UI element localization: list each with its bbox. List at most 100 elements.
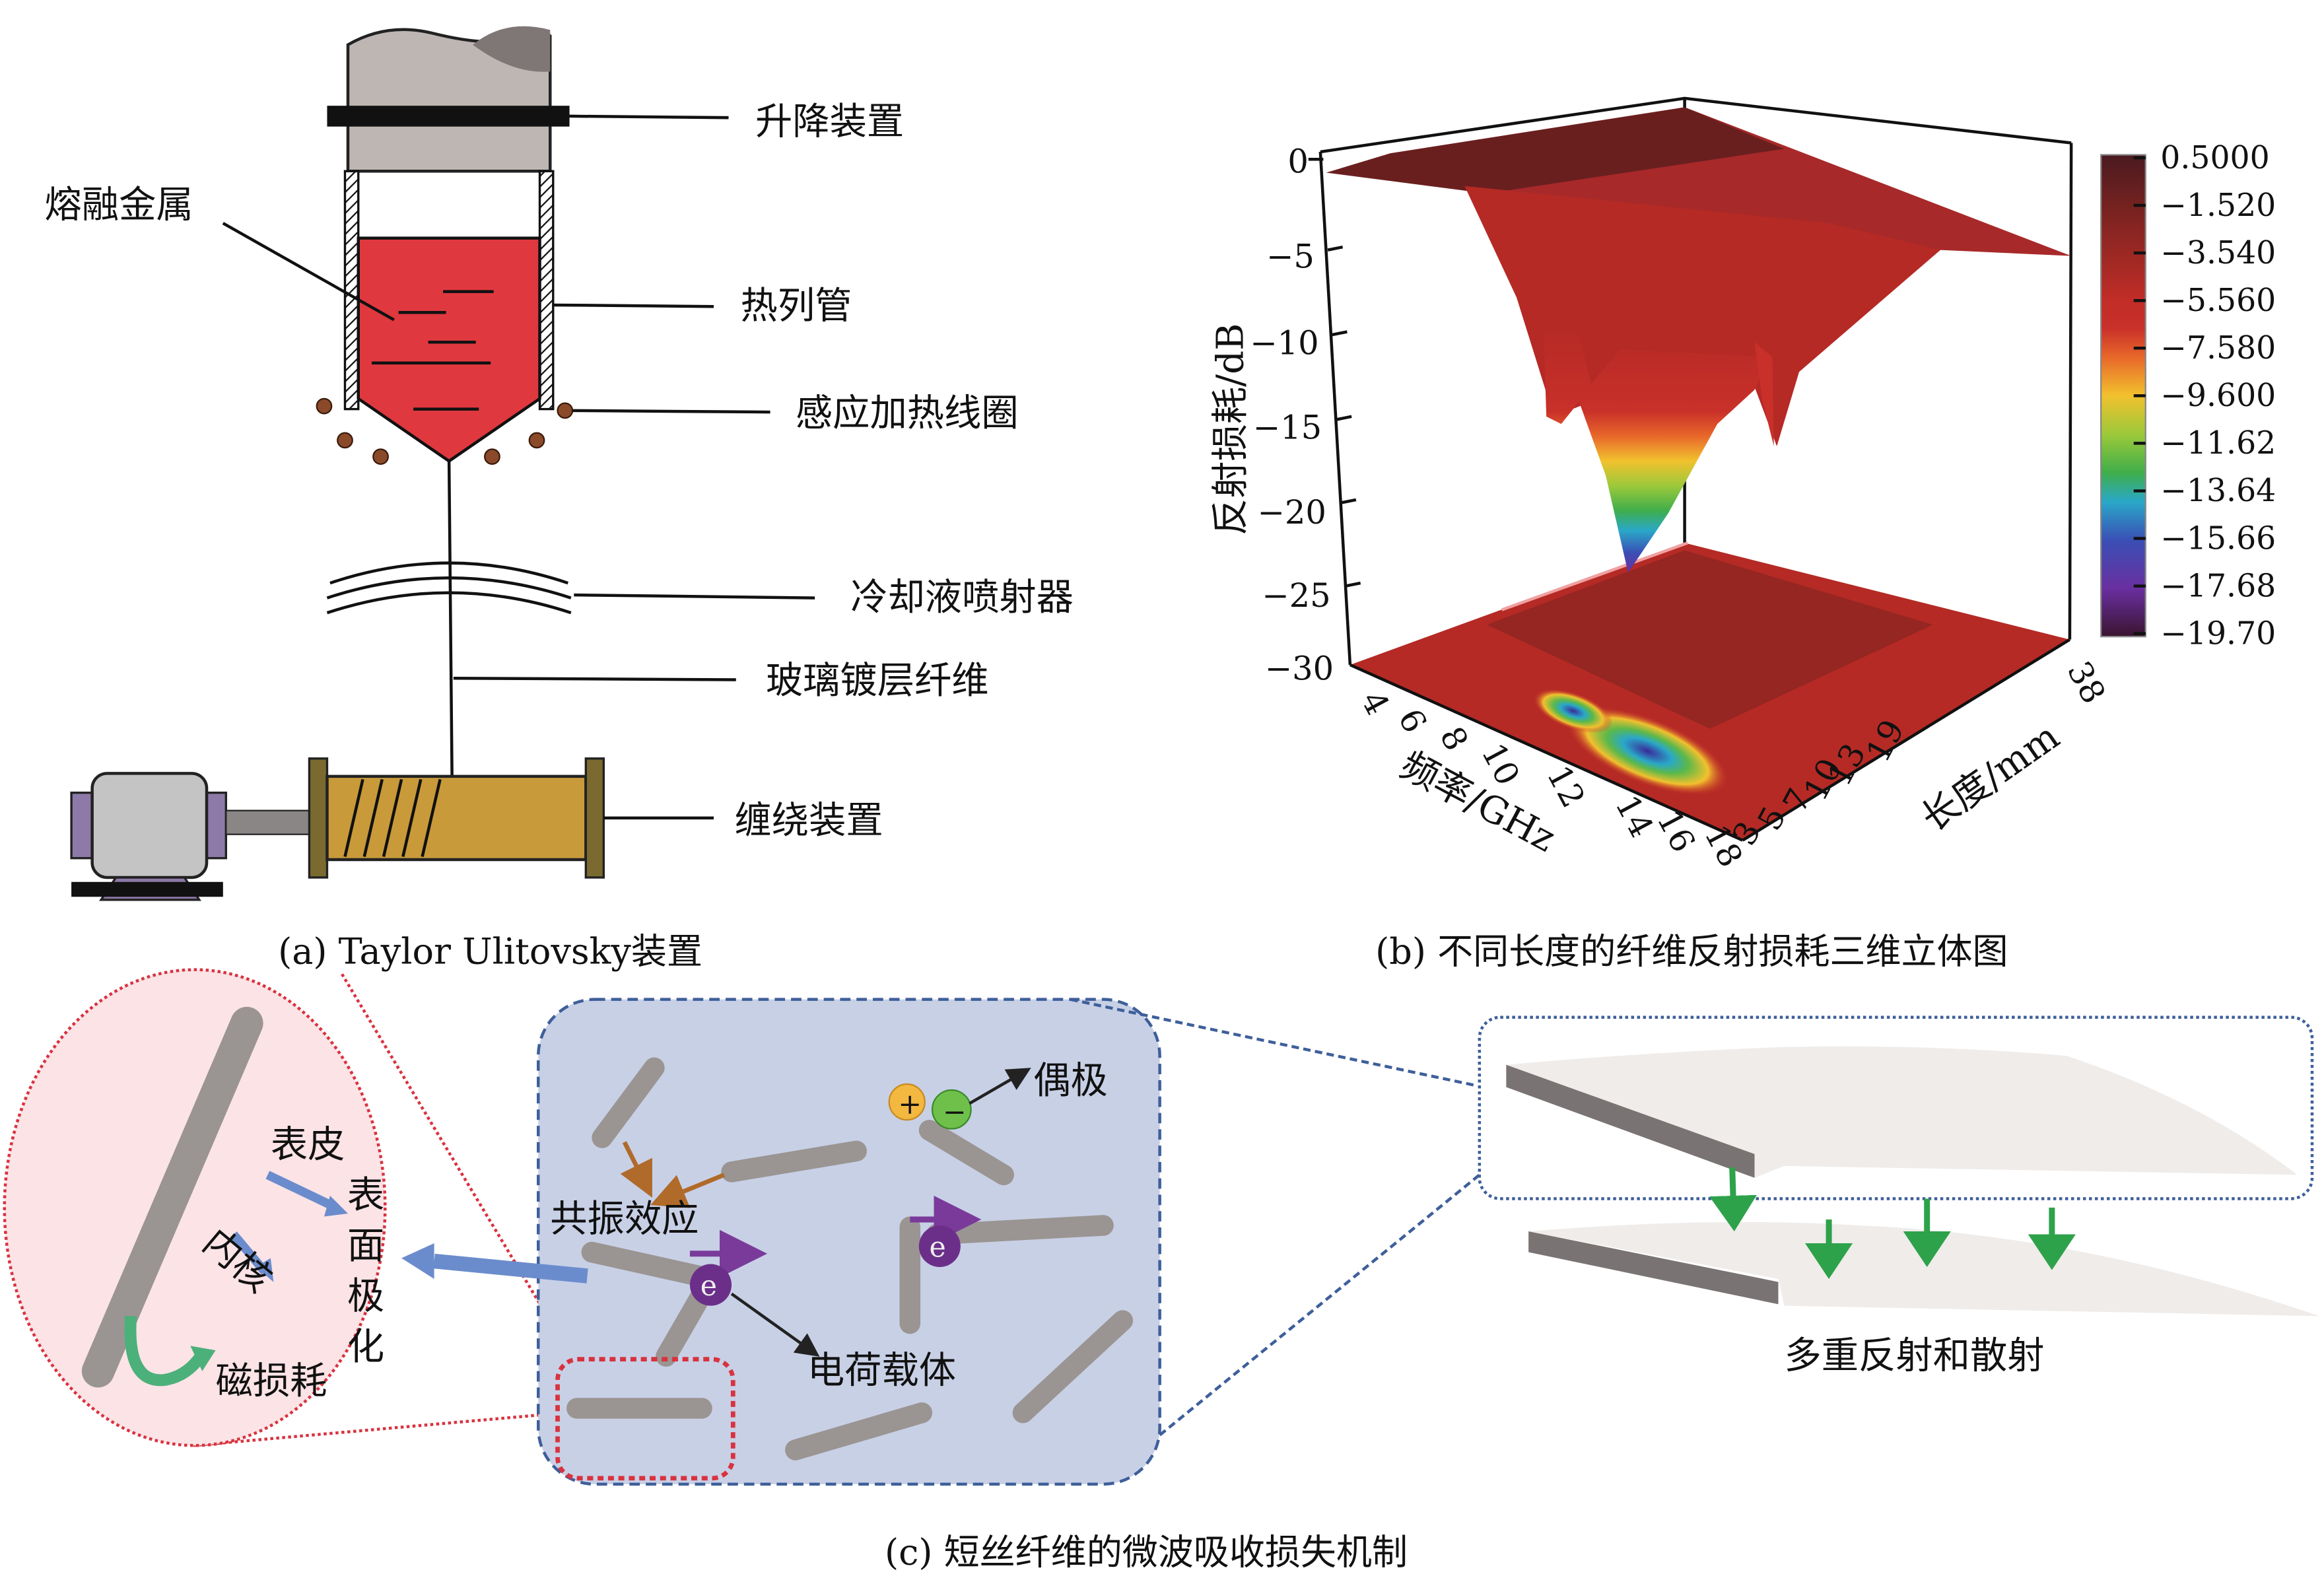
fiber [1012,1310,1134,1424]
floor-hotspot-secondary [1533,689,1613,734]
arrow-core-head [256,1258,274,1282]
label-heat-tube: 热列管 [741,285,852,327]
colorbar-tick-label: −19.70 [2160,615,2276,652]
colorbar-tick-label: −7.580 [2160,330,2276,366]
label-dipole: 偶极 [1033,1060,1108,1103]
label-skin: 表皮 [271,1123,345,1166]
lifting-clamp [327,106,570,127]
surface-polarization-char: 面 [347,1225,384,1268]
colorbar-tick-label: −13.64 [2160,473,2276,509]
fiber [926,1215,1114,1245]
tube-wall-left [343,170,360,411]
fiber [592,1057,665,1148]
sheet-top-edge [1506,1064,1755,1178]
colorbar-tick-label: −3.540 [2160,235,2276,271]
x-tick: 4 [1353,685,1397,721]
panel-b-3d-chart: 0 −5 −10 −15 −20 −25 −30 反射损耗/dB 4 6 8 1… [1210,96,2276,973]
lifting-head-top [473,26,551,72]
surface-polarization-char: 表 [347,1174,384,1217]
zoom-fiber [81,1006,263,1388]
electron-symbol: e [701,1270,717,1303]
fiber [581,1241,710,1287]
z-tick: −10 [1250,324,1319,362]
z-tick: −30 [1265,649,1334,687]
y-tick: 38 [2060,655,2113,710]
surface-top-dark [1326,107,1785,194]
z-tick: −15 [1253,409,1322,447]
magnetic-loss-arrow-head [190,1346,216,1371]
colorbar-tick-label: −9.600 [2160,378,2276,414]
molten-metal [357,236,541,463]
label-lifting-device: 升降装置 [755,100,904,143]
leader-fiber [453,676,736,681]
floor-highlight [1501,541,1688,611]
floor-edge-front-right [1742,638,2071,842]
panel-a-taylor-ulitovsky: 升降装置 熔融金属 热列管 感应加热线圈 [45,26,1074,973]
label-induction-coil: 感应加热线圈 [796,392,1019,434]
label-charge-carrier: 电荷载体 [807,1350,956,1392]
caption-a: (a) Taylor Ulitovsky装置 [278,931,702,973]
colorbar-tick-label: −11.62 [2160,425,2276,462]
magnetic-loss-arrow [124,1315,206,1387]
leader-heat-tube [553,303,714,308]
reflection-arrow [1709,1167,1758,1231]
zoom-line-top [341,973,566,1347]
spool-flange-right [584,757,605,879]
label-winding-device: 缠绕装置 [735,799,883,842]
label-magnetic-loss: 磁损耗 [216,1359,327,1402]
electron-1 [918,1225,961,1268]
y-axis-label: 长度/mm [1913,715,2067,840]
z-tick: −20 [1257,493,1326,532]
colorbar-tick-label: −5.560 [2160,283,2276,319]
z-axis-ticks [1308,157,1361,588]
glass-fiber [447,461,454,776]
electron-symbol: e [930,1231,946,1264]
connector-top [1070,998,1477,1087]
motor-base [71,881,223,897]
melt-lines [372,290,494,411]
leader-coolant [574,593,815,600]
colorbar-ticks: 0.5000 −1.520 −3.540 −5.560 −7.580 −9.600 −11.… [2133,140,2276,652]
arrow-skin-head [324,1195,348,1217]
panel-c-mechanism: 表皮 内核 表 面 极 化 磁损耗 共振效应 [3,968,2320,1573]
z-axis-label: 反射损耗/dB [1210,323,1252,535]
fiber [918,1120,1014,1186]
dipole-minus [931,1089,972,1130]
colorbar-tick-label: −15.66 [2160,520,2276,557]
colorbar-tick-label: −17.68 [2160,568,2276,604]
sheet-bottom-edge [1528,1231,1779,1305]
resonance-arrow-1 [620,1141,652,1198]
induction-coil [316,397,574,465]
tube-wall-right [538,170,555,411]
x-tick: 6 [1390,703,1434,739]
surface-dip [1543,324,1769,573]
fiber [721,1140,867,1183]
dipole-plus-sign: + [898,1088,922,1121]
colorbar-tick-label: 0.5000 [2160,140,2269,176]
polarization-big-arrow-head [401,1243,434,1280]
dipole-arrow [969,1068,1031,1105]
colorbar-tick-label: −1.520 [2160,188,2276,224]
leader-lifting [569,114,729,120]
label-coolant-sprayer: 冷却液喷射器 [850,576,1074,619]
x-tick: 8 [1432,720,1476,757]
sheet-zoom-box [1478,1015,2314,1200]
leader-coil [572,409,770,414]
polarization-big-arrow [433,1253,588,1284]
z-tick: −25 [1262,576,1331,615]
label-resonance: 共振效应 [550,1198,699,1241]
selection-box [555,1357,735,1481]
zoom-line-bottom [193,1411,565,1447]
leader-molten [222,222,395,322]
z-tick: 0 [1287,143,1309,181]
surface-polarization-char: 极 [347,1275,384,1318]
caption-c: (c) 短丝纤维的微波吸收损失机制 [885,1531,1408,1573]
dipole-plus [888,1083,926,1121]
z-tick: −5 [1266,238,1315,276]
spool-winding [343,778,442,857]
resonance-arrow-2 [650,1173,726,1208]
connector-bottom [1159,1173,1481,1437]
label-multiple-reflection: 多重反射和散射 [1784,1334,2044,1377]
fiber-network-box [537,998,1161,1486]
